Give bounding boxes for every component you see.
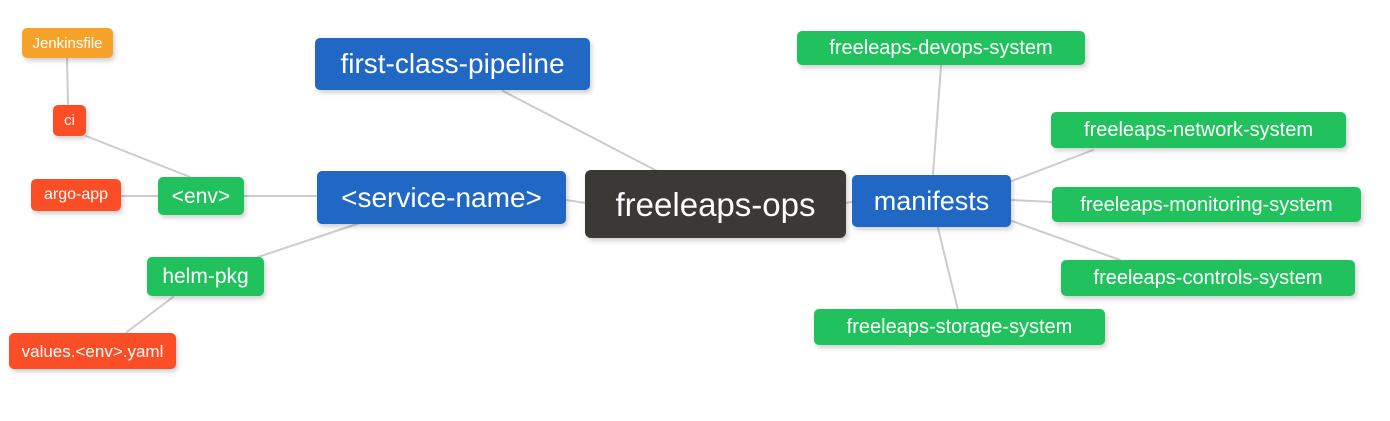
node-controls-system[interactable]: freeleaps-controls-system [1061, 260, 1355, 296]
node-storage-system[interactable]: freeleaps-storage-system [814, 309, 1105, 345]
edge-manifests-monitoring-system [1011, 199, 1054, 203]
node-argo-app[interactable]: argo-app [31, 179, 121, 211]
edge-service-name-freeleaps-ops [565, 199, 587, 204]
node-monitoring-system[interactable]: freeleaps-monitoring-system [1052, 187, 1361, 222]
node-devops-system[interactable]: freeleaps-devops-system [797, 31, 1085, 65]
node-jenkinsfile[interactable]: Jenkinsfile [22, 28, 113, 58]
edge-service-name-helm-pkg [257, 222, 361, 258]
node-values-env-yaml[interactable]: values.<env>.yaml [9, 333, 176, 369]
node-first-class-pipeline[interactable]: first-class-pipeline [315, 38, 590, 90]
node-manifests[interactable]: manifests [852, 175, 1011, 227]
node-helm-pkg[interactable]: helm-pkg [147, 257, 264, 296]
node-env[interactable]: <env> [158, 177, 244, 215]
edge-manifests-controls-system [1011, 220, 1121, 261]
edge-helm-pkg-values [126, 296, 174, 333]
edge-manifests-network-system [1011, 149, 1094, 182]
edge-jenkinsfile-ci [66, 57, 69, 105]
edge-pipeline-freeleaps-ops [502, 90, 658, 172]
node-ci[interactable]: ci [53, 105, 86, 136]
node-network-system[interactable]: freeleaps-network-system [1051, 112, 1346, 148]
edge-ci-env [85, 135, 191, 178]
edge-manifests-storage-system [937, 227, 959, 311]
edge-manifests-devops-system [932, 65, 942, 175]
node-service-name[interactable]: <service-name> [317, 171, 566, 224]
node-freeleaps-ops-root[interactable]: freeleaps-ops [585, 170, 846, 238]
